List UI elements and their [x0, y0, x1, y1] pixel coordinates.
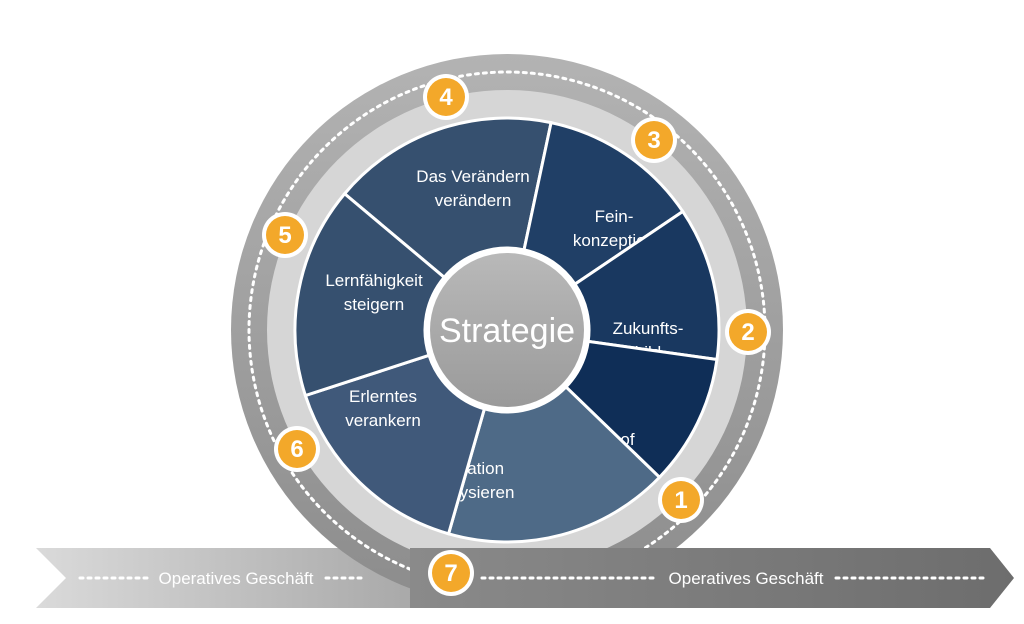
step-badge-2: 2 — [725, 309, 771, 355]
step-badge-number: 6 — [290, 436, 303, 463]
right-arrow-shape — [410, 548, 1014, 608]
step-badge-3: 3 — [631, 117, 677, 163]
step-badge-circle — [662, 481, 700, 519]
left-arrow-label: Operatives Geschäft — [159, 569, 314, 588]
right-arrow-band: Operatives Geschäft — [410, 548, 1014, 608]
right-arrow-label: Operatives Geschäft — [669, 569, 824, 588]
step-badges: 1 2 3 4 5 6 7 — [262, 74, 771, 596]
step-badge-number: 5 — [278, 222, 291, 249]
left-arrow-shape — [36, 548, 420, 608]
center-hub — [430, 253, 584, 407]
step-badge-4: 4 — [423, 74, 469, 120]
step-badge-circle — [427, 78, 465, 116]
step-badge-6: 6 — [274, 426, 320, 472]
step-badge-circle — [432, 554, 470, 592]
step-badge-circle — [278, 430, 316, 468]
segment-lernfaehigkeit-steigern — [293, 191, 447, 398]
step-badge-number: 4 — [439, 84, 453, 111]
step-badge-circle — [729, 313, 767, 351]
step-badge-5: 5 — [262, 212, 308, 258]
center-label: Strategie — [439, 312, 575, 350]
step-badge-circle — [635, 121, 673, 159]
left-arrow-band: Operatives Geschäft — [36, 548, 420, 608]
step-badge-1: 1 — [658, 477, 704, 523]
step-badge-number: 7 — [444, 560, 457, 587]
step-badge-number: 2 — [741, 319, 754, 346]
step-badge-7: 7 — [428, 550, 474, 596]
step-badge-number: 3 — [647, 127, 660, 154]
step-badge-circle — [266, 216, 304, 254]
step-badge-number: 1 — [674, 487, 687, 514]
